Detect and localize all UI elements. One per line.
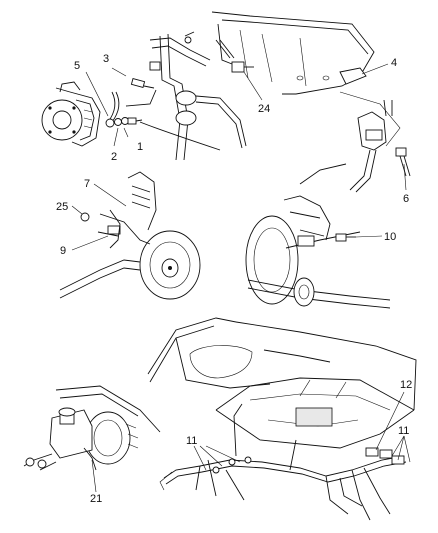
callout-4: 4 [391, 57, 397, 69]
brake-line-fitting [335, 233, 356, 242]
callout-10: 10 [384, 231, 396, 243]
callout-24: 24 [258, 103, 270, 115]
master-cylinder-booster-assembly [23, 385, 161, 471]
callout-21: 21 [90, 493, 102, 505]
callout-3: 3 [103, 53, 109, 65]
callout-12: 12 [400, 379, 412, 391]
bracket-bolt [130, 77, 155, 89]
callout-1: 1 [137, 141, 143, 153]
callout-5: 5 [74, 60, 80, 72]
brake-hose-fitting [215, 39, 254, 73]
bracket-mounting-bolt [395, 147, 411, 177]
callout-11-right: 11 [398, 425, 409, 437]
underbody-panel [211, 11, 375, 95]
chassis-brake-lines [159, 403, 407, 521]
banjo-bolt-and-washers [105, 117, 143, 128]
front-brake-caliper-assembly [41, 81, 120, 147]
rear-hose-clip [80, 209, 121, 249]
rear-drum-brake-assembly [59, 171, 201, 300]
leader-lines [71, 63, 411, 493]
callout-9: 9 [60, 245, 66, 257]
callout-25: 25 [56, 201, 68, 213]
callout-7: 7 [84, 178, 90, 190]
callout-11-left: 11 [186, 435, 197, 447]
frame-rail-brake-tubes [125, 31, 247, 161]
callout-6: 6 [403, 193, 409, 205]
rear-axle-brake-assembly [245, 163, 391, 309]
floor-pan-assembly [147, 317, 417, 449]
hose-mounting-bracket [339, 67, 401, 193]
callout-2: 2 [111, 151, 117, 163]
